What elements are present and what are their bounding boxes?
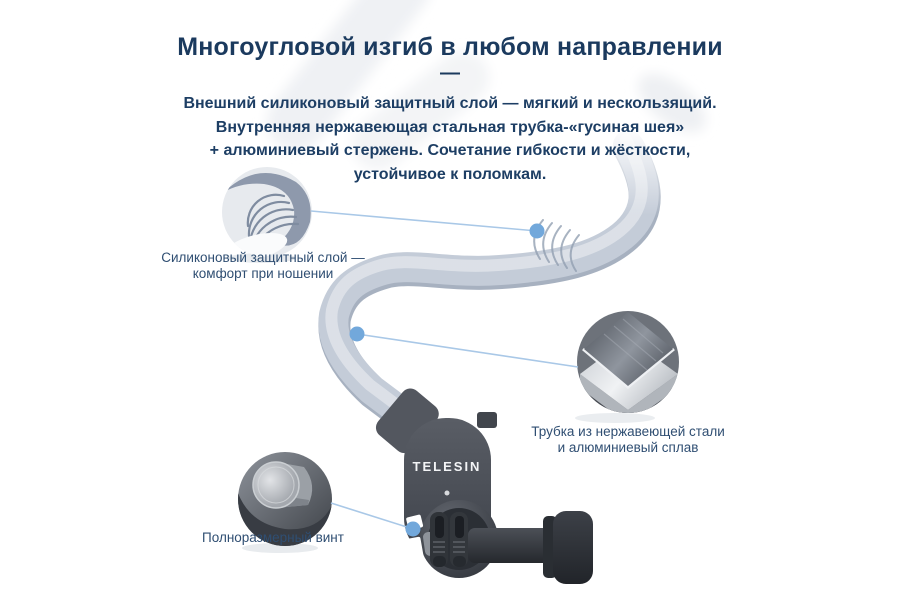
- leader-line-steel: [356, 333, 579, 368]
- mount: TELESIN: [375, 388, 593, 584]
- leader-lines: [310, 210, 579, 530]
- callout-line: Полноразмерный винт: [202, 530, 344, 545]
- description-line: Внутренняя нержавеющая стальная трубка-«…: [215, 118, 685, 136]
- detail-circle-screw: [238, 452, 332, 553]
- tube-highlight: [325, 134, 648, 409]
- leader-dot-silicone: [529, 223, 545, 239]
- callout-full-size-screw: Полноразмерный винт: [173, 530, 373, 546]
- aluminum-plate-front: [580, 374, 678, 413]
- leader-dot-screw: [405, 521, 421, 537]
- callout-line: и алюминиевый сплав: [557, 439, 699, 455]
- silicone-dome: [224, 173, 311, 246]
- mount-fingers: [430, 512, 468, 567]
- thumbscrew-knob: [553, 511, 593, 584]
- mount-collar: [375, 388, 439, 454]
- callout-steel-tube: Трубка из нержавеющей стали и алюминиевы…: [528, 424, 728, 455]
- steel-plate-top: [584, 312, 673, 386]
- screw-face: [252, 461, 300, 509]
- leader-line-screw: [330, 502, 414, 530]
- detail-circle-steel: [575, 311, 679, 423]
- leader-dots: [349, 223, 545, 537]
- brand-logo: TELESIN: [413, 459, 482, 474]
- leader-dot-steel: [349, 326, 365, 342]
- callout-silicone-layer: Силиконовый защитный слой — комфорт при …: [148, 250, 378, 281]
- callout-line: Трубка из нержавеющей стали: [531, 424, 725, 439]
- mount-tab: [477, 412, 497, 428]
- gooseneck-tube: [318, 130, 661, 427]
- screw-housing: [238, 493, 332, 546]
- page-title: Многоугловой изгиб в любом направлении: [177, 33, 723, 61]
- description-line: Внешний силиконовый защитный слой — мягк…: [183, 95, 717, 112]
- description-line: устойчивое к поломкам.: [353, 165, 547, 183]
- product-description: Внешний силиконовый защитный слой — мягк…: [0, 92, 900, 186]
- background-smudges: [266, 0, 706, 171]
- callout-line: Силиконовый защитный слой —: [161, 250, 365, 265]
- description-line: + алюминиевый стержень. Сочетание гибкос…: [209, 142, 691, 159]
- title-divider: —: [440, 62, 460, 84]
- body-dot: [444, 490, 450, 496]
- leader-line-silicone: [310, 210, 538, 232]
- callout-line: комфорт при ношении: [192, 265, 334, 281]
- tube-ribs: [533, 219, 580, 272]
- thumbscrew-shaft: [468, 528, 556, 563]
